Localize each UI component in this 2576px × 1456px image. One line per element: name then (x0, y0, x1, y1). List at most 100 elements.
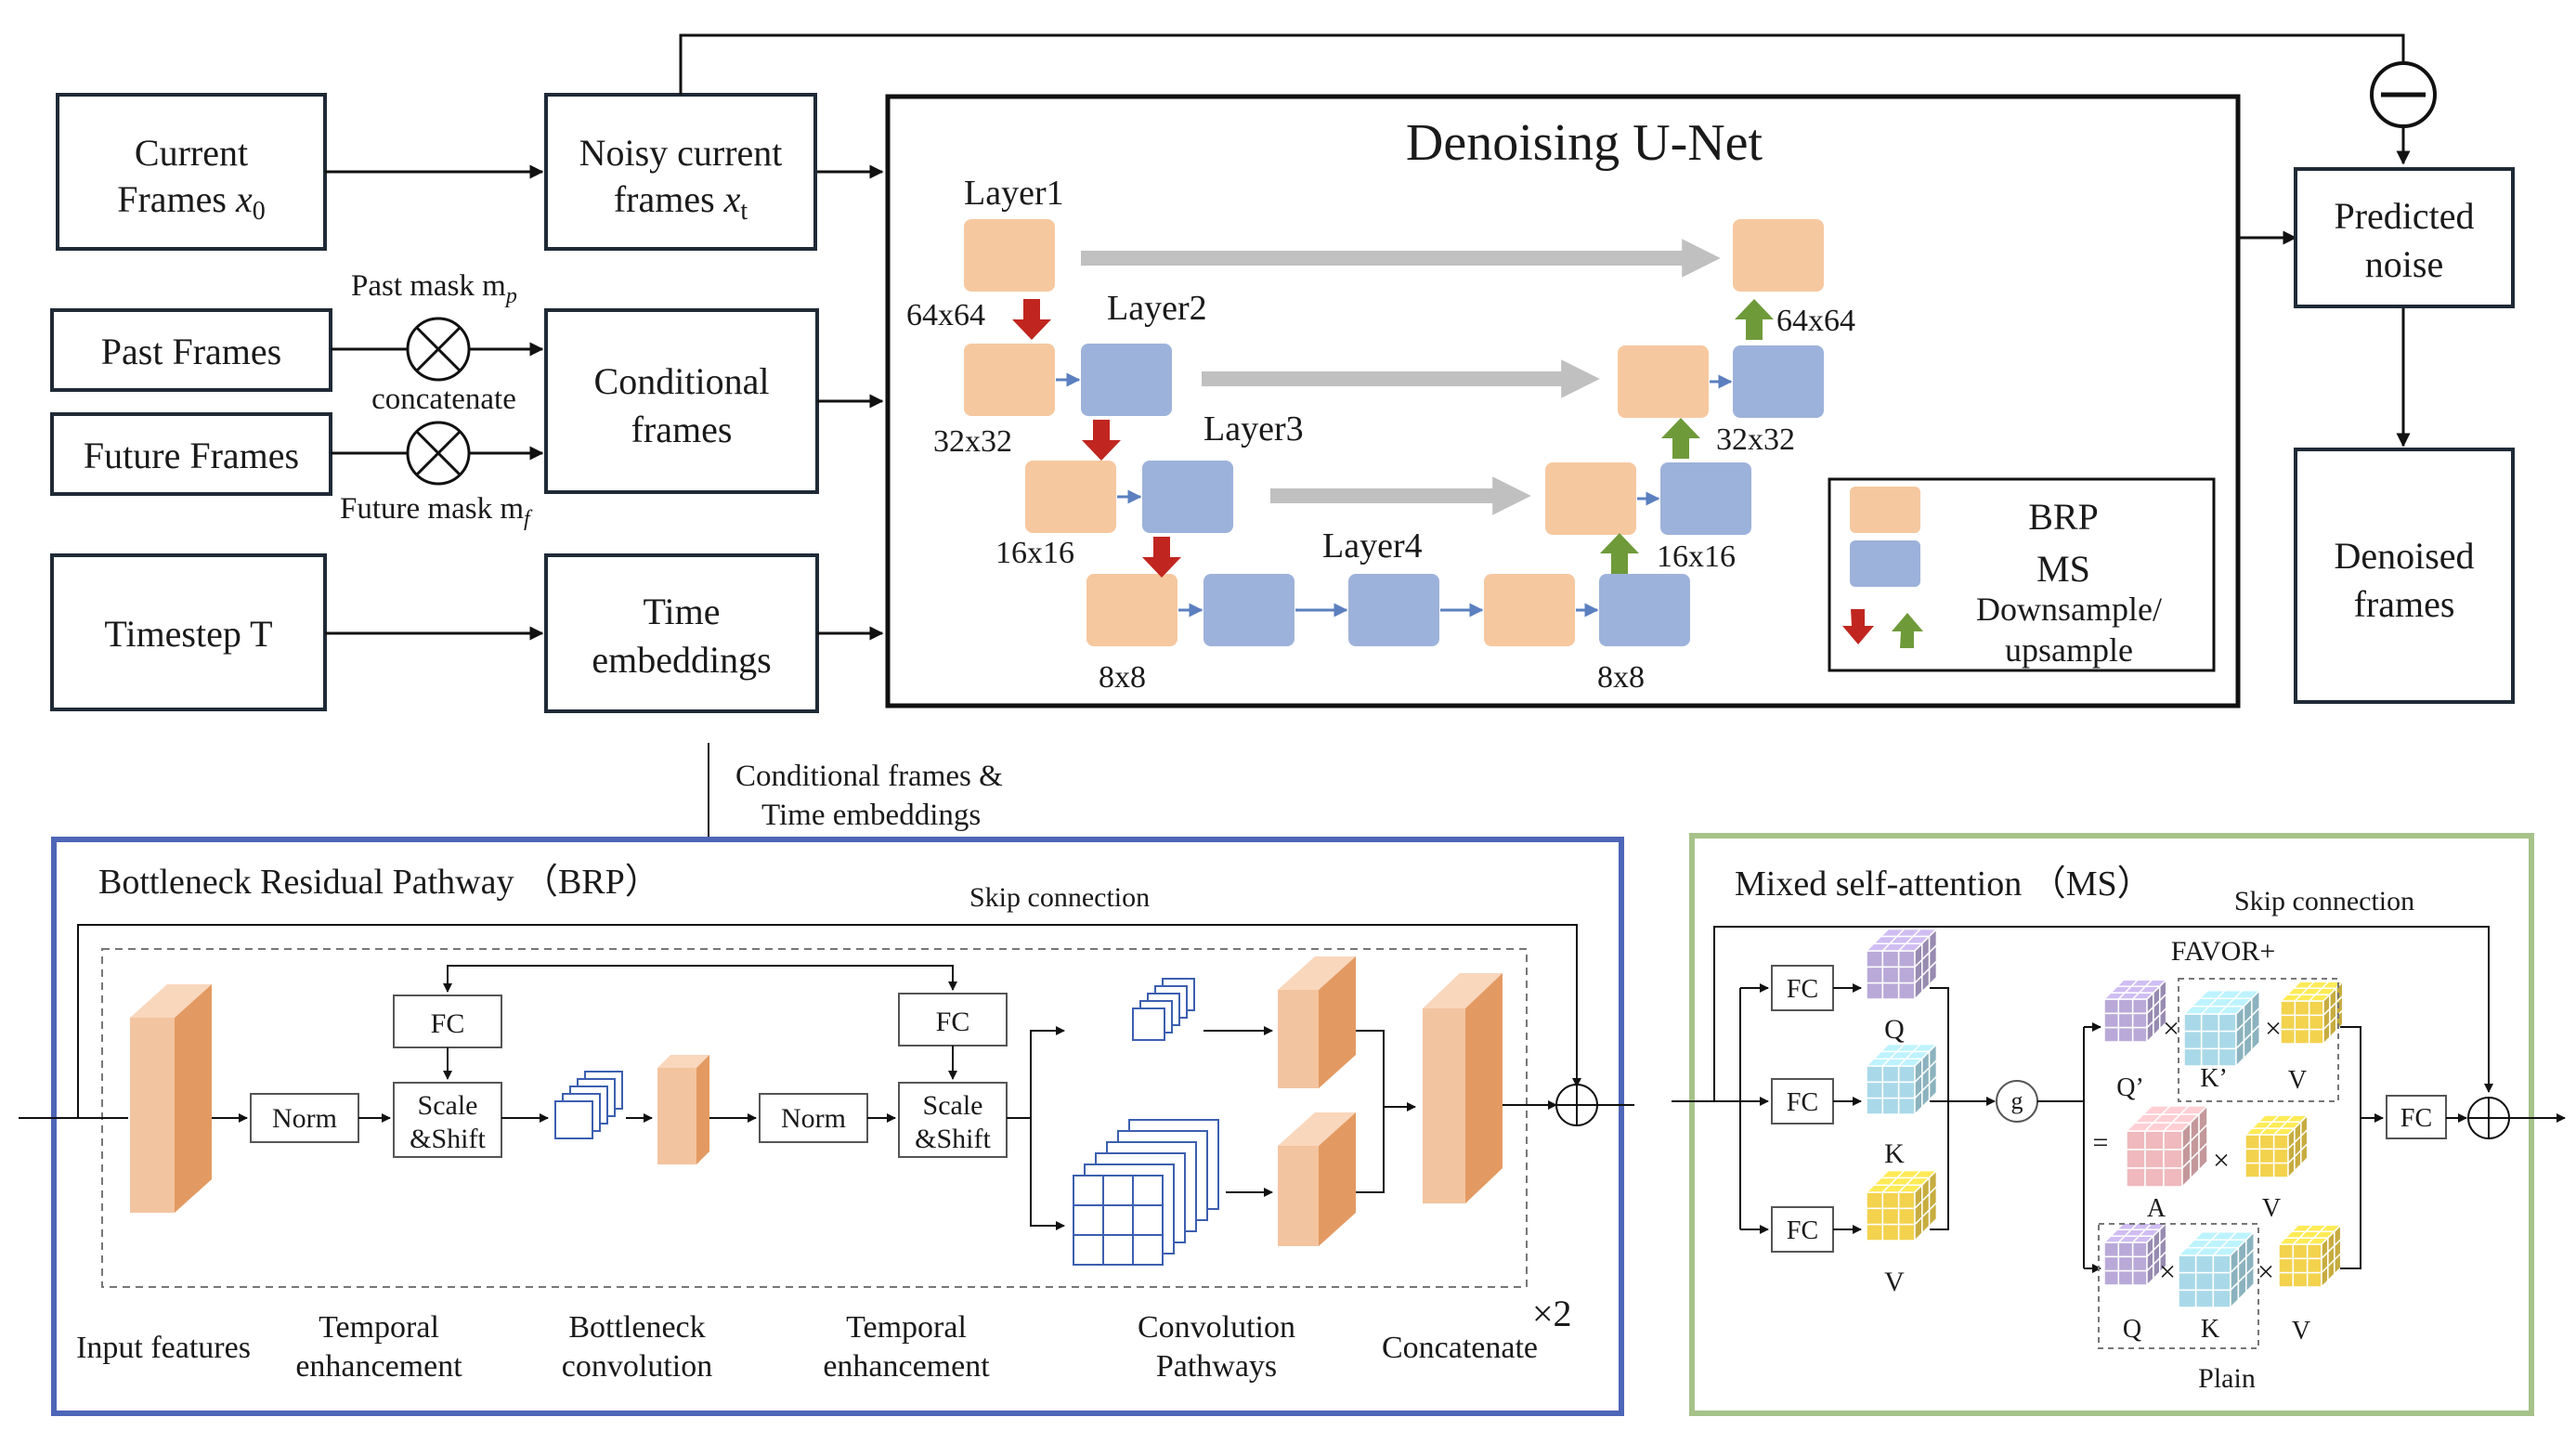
timestep-label: Timestep T (104, 613, 272, 655)
ms-block-l3-dec (1660, 462, 1751, 535)
downsample-arrow-icon (1012, 299, 1051, 340)
q-prime-cube-icon (2102, 978, 2168, 1044)
input-features-label: Input features (76, 1331, 251, 1365)
res-32-right: 32x32 (1716, 422, 1795, 457)
upsample-arrow-icon (1735, 299, 1774, 340)
denoised-frames-line1: Denoised (2334, 535, 2474, 577)
downsample-arrow-icon (1142, 537, 1181, 578)
predicted-noise-line1: Predicted (2334, 195, 2474, 237)
legend-brp-swatch (1850, 487, 1920, 533)
ms-merge-bracket (1930, 987, 1949, 1230)
k-prime-label: K’ (2200, 1064, 2228, 1093)
conditional-frames-line1: Conditional (594, 360, 770, 402)
ms-panel: Mixed self-attention （MS） Skip connectio… (1672, 833, 2566, 1416)
current-frames-node: Current Frames x0 (56, 93, 327, 251)
layer1-label: Layer1 (964, 174, 1064, 213)
temporal-enh-2-line1: Temporal (846, 1310, 967, 1345)
ms-add-icon (2467, 1097, 2510, 1139)
legend-ms-swatch (1850, 540, 1920, 587)
fc-label-brp-1: FC (431, 1008, 465, 1039)
unet-panel: Denoising U-Net Layer1 Layer2 Layer3 Lay… (885, 94, 2241, 708)
favor-v-cube-icon (2279, 980, 2345, 1046)
ms-fc-q-box (1771, 965, 1834, 1011)
conv-pathways-line1: Convolution (1138, 1310, 1295, 1345)
ms-title: Mixed self-attention （MS） (1735, 864, 2153, 904)
res-8-left: 8x8 (1099, 660, 1146, 695)
ms-right-bracket (2340, 1026, 2361, 1269)
fc-label-brp-2: FC (936, 1007, 970, 1037)
scale-shift-1-line1: Scale (418, 1090, 478, 1121)
ms-fc-out-label: FC (2400, 1104, 2432, 1133)
ms-fc-k-label: FC (1787, 1088, 1818, 1117)
brp-times2-label: ×2 (1532, 1293, 1572, 1334)
frame-stack-pathway-top (1132, 978, 1195, 1041)
brp-skip-label: Skip connection (969, 882, 1150, 913)
plain-k-cube-icon (2177, 1229, 2257, 1309)
legend-brp-label: BRP (2028, 496, 2099, 538)
bottleneck-conv-line2: convolution (562, 1349, 712, 1384)
input-features-slab (130, 984, 212, 1213)
brp-block-l3-dec (1545, 462, 1636, 535)
future-frames-node: Future Frames (50, 412, 332, 496)
cond-time-label-line1: Conditional frames & (735, 760, 1003, 793)
favor-v-label: V (2288, 1066, 2307, 1095)
temporal-enh-1-line1: Temporal (319, 1310, 439, 1345)
brp-panel: Bottleneck Residual Pathway （BRP） Skip c… (19, 837, 1634, 1416)
ms-fc-q-label: FC (1787, 975, 1818, 1004)
fc-box-brp-2 (898, 993, 1008, 1046)
res-8-right: 8x8 (1597, 660, 1645, 695)
ms-skip-line (1713, 926, 2493, 1101)
current-frames-line1: Current (135, 132, 248, 174)
res-16-left: 16x16 (995, 536, 1074, 570)
upsample-arrows (1600, 299, 1774, 574)
norm-label-2: Norm (781, 1103, 846, 1134)
plain-q-label: Q (2123, 1315, 2141, 1344)
norm-box-1 (250, 1093, 359, 1143)
brp-block-l1-enc (964, 219, 1055, 292)
scale-shift-box-2 (898, 1082, 1008, 1158)
brp-block-l2-enc (964, 344, 1055, 416)
legend-downsample-label: Downsample/ (1976, 591, 2162, 628)
cond-time-label-line2: Time embeddings (761, 799, 981, 832)
favor-times-2: × (2265, 1011, 2282, 1045)
brp-title: Bottleneck Residual Pathway （BRP） (98, 863, 660, 902)
concatenate-bottom-label: Concatenate (1382, 1331, 1538, 1365)
ms-fc-v-label: FC (1787, 1216, 1818, 1245)
timestep-node: Timestep T (50, 553, 327, 711)
conv-pathways-line2: Pathways (1156, 1349, 1277, 1384)
past-frames-label: Past Frames (101, 331, 281, 372)
brp-block-l2-dec (1618, 345, 1709, 418)
past-mask-label: Past mask mp (351, 269, 517, 308)
res-64-left: 64x64 (906, 298, 985, 332)
noisy-current-frames-node: Noisy current frames xt (544, 93, 817, 251)
unet-legend: BRP MS Downsample/ upsample (1828, 477, 2216, 672)
frame-stack-pathway-bottom (1073, 1119, 1219, 1266)
layer3-label: Layer3 (1203, 410, 1304, 448)
layer2-label: Layer2 (1107, 289, 1207, 328)
a-times-v: × (2213, 1143, 2230, 1176)
past-mask-multiply-icon (406, 317, 471, 382)
brp-block-l3-enc (1025, 461, 1116, 533)
bottleneck-slab (657, 1055, 709, 1164)
gating-icon: g (1996, 1080, 2038, 1123)
downsample-arrows (1012, 299, 1181, 578)
past-frames-node: Past Frames (50, 308, 332, 392)
plain-v-cube-icon (2277, 1223, 2343, 1289)
conditional-frames-node: Conditional frames (544, 308, 819, 494)
favor-times-1: × (2163, 1011, 2179, 1045)
pathway-slab-top (1278, 956, 1356, 1088)
ms-cubes (1865, 927, 2345, 1309)
future-frames-label: Future Frames (84, 435, 299, 476)
plain-v-label: V (2292, 1317, 2310, 1346)
plain-q-cube-icon (2102, 1221, 2168, 1287)
time-embeddings-line2: embeddings (592, 639, 771, 681)
minus-icon (2370, 61, 2437, 128)
brp-block-l1-dec (1733, 219, 1824, 292)
legend-ms-label: MS (2036, 548, 2090, 590)
bottleneck-conv-line1: Bottleneck (568, 1310, 705, 1345)
predicted-noise-line2: noise (2365, 243, 2443, 285)
favor-label: FAVOR+ (2171, 936, 2276, 967)
res-64-right: 64x64 (1776, 304, 1855, 338)
time-embeddings-line1: Time (643, 591, 720, 632)
legend-up-arrow-icon (1892, 613, 1923, 648)
